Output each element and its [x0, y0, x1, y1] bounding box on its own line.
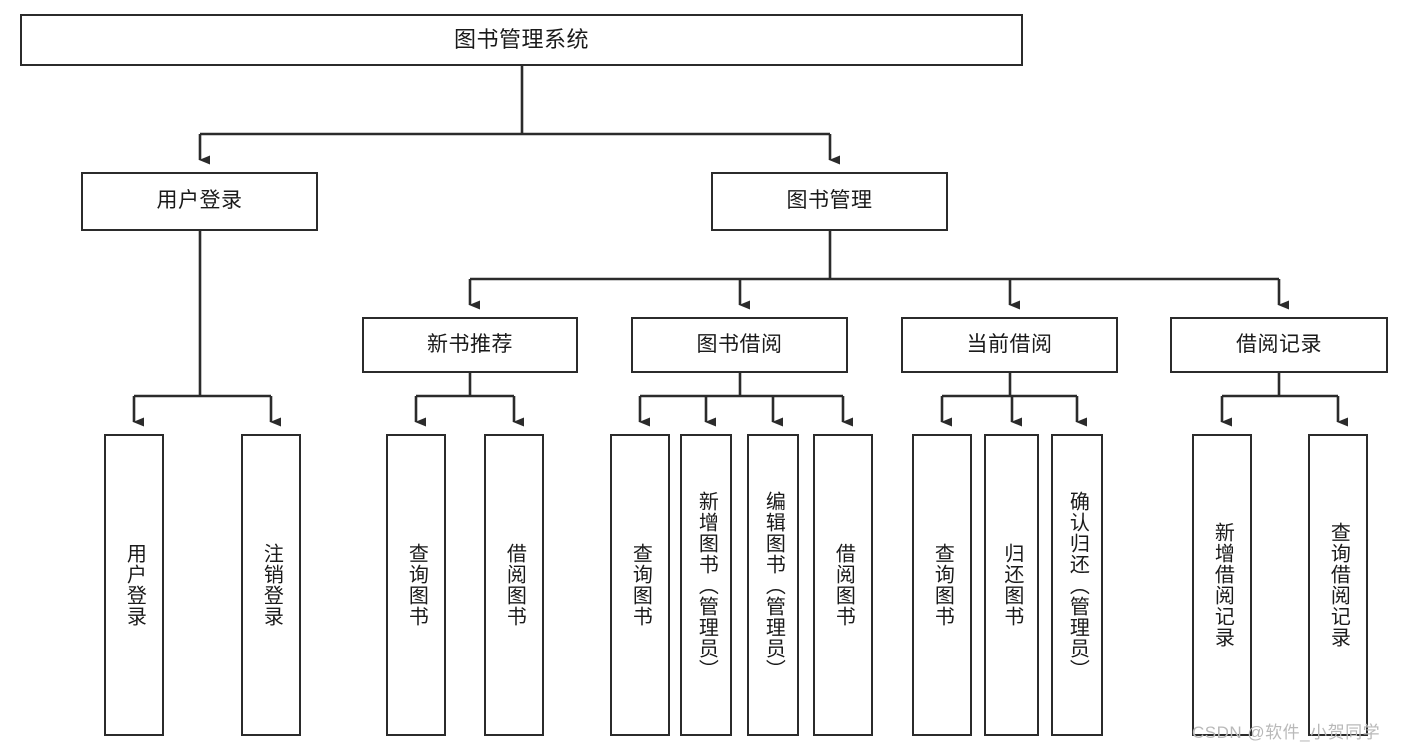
node-book-borrow[interactable]: 图书借阅 [631, 317, 848, 373]
node-label: 新书推荐 [427, 332, 513, 356]
node-label: 图书管理 [786, 189, 873, 213]
node-label: 确认归还（管理员） [1066, 490, 1089, 680]
node-leaf-borrow-book-2[interactable]: 借阅图书 [813, 434, 873, 736]
csdn-watermark: CSDN @软件_小贺同学 [1192, 723, 1381, 742]
node-root[interactable]: 图书管理系统 [20, 14, 1023, 66]
node-label: 用户登录 [156, 189, 243, 213]
node-book-manage[interactable]: 图书管理 [711, 172, 948, 231]
node-label: 图书管理系统 [453, 27, 589, 53]
node-leaf-return-book[interactable]: 归还图书 [984, 434, 1039, 736]
node-leaf-borrow-book-1[interactable]: 借阅图书 [484, 434, 544, 736]
node-label: 借阅图书 [832, 543, 855, 627]
node-leaf-query-book-2[interactable]: 查询图书 [610, 434, 670, 736]
node-borrow-record[interactable]: 借阅记录 [1170, 317, 1388, 373]
node-leaf-logout[interactable]: 注销登录 [241, 434, 301, 736]
node-label: 归还图书 [1000, 543, 1023, 627]
node-label: 查询图书 [629, 543, 652, 627]
node-label: 用户登录 [123, 543, 146, 627]
node-leaf-add-book[interactable]: 新增图书（管理员） [680, 434, 732, 736]
node-leaf-edit-book[interactable]: 编辑图书（管理员） [747, 434, 799, 736]
node-label: 查询图书 [931, 543, 954, 627]
node-leaf-query-book-1[interactable]: 查询图书 [386, 434, 446, 736]
node-label: 借阅记录 [1236, 332, 1322, 356]
node-leaf-query-record[interactable]: 查询借阅记录 [1308, 434, 1368, 736]
node-label: 借阅图书 [503, 543, 526, 627]
node-leaf-query-book-3[interactable]: 查询图书 [912, 434, 972, 736]
node-label: 编辑图书（管理员） [762, 490, 785, 680]
node-label: 查询借阅记录 [1327, 522, 1350, 648]
node-label: 图书借阅 [696, 332, 783, 356]
node-leaf-add-record[interactable]: 新增借阅记录 [1192, 434, 1252, 736]
node-leaf-confirm-return[interactable]: 确认归还（管理员） [1051, 434, 1103, 736]
node-user-login[interactable]: 用户登录 [81, 172, 318, 231]
node-new-book-rec[interactable]: 新书推荐 [362, 317, 578, 373]
node-label: 注销登录 [260, 543, 283, 627]
node-label: 新增借阅记录 [1211, 522, 1234, 648]
node-label: 当前借阅 [966, 332, 1053, 356]
node-label: 新增图书（管理员） [695, 490, 718, 680]
node-leaf-user-login[interactable]: 用户登录 [104, 434, 164, 736]
node-label: 查询图书 [405, 543, 428, 627]
node-current-borrow[interactable]: 当前借阅 [901, 317, 1118, 373]
